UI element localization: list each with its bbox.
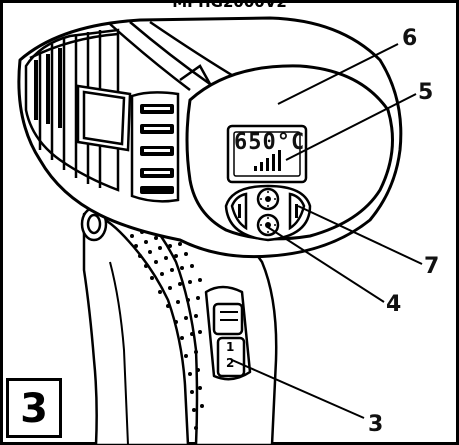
callout-5: 5 bbox=[418, 80, 434, 105]
switch-position-1: 1 bbox=[226, 340, 235, 354]
power-switch bbox=[204, 285, 252, 381]
callout-7: 7 bbox=[424, 254, 440, 279]
lcd-bar-graph bbox=[254, 150, 281, 171]
figure-number-box: 3 bbox=[6, 378, 62, 438]
side-knob bbox=[80, 206, 108, 242]
button-cluster bbox=[224, 184, 312, 242]
leader-7 bbox=[297, 205, 423, 265]
leader-lines bbox=[231, 43, 423, 419]
switch-position-2: 2 bbox=[226, 356, 235, 370]
button-icon-rays bbox=[260, 191, 276, 233]
side-window bbox=[76, 84, 132, 152]
callout-4: 4 bbox=[386, 292, 402, 317]
vent-slot-highlights bbox=[144, 107, 170, 174]
leader-4 bbox=[265, 225, 385, 303]
leader-6 bbox=[277, 43, 399, 105]
lcd-temperature: 650°C bbox=[234, 130, 306, 155]
lcd-display bbox=[226, 124, 308, 184]
leader-3 bbox=[231, 359, 365, 419]
middle-vent-slots bbox=[140, 104, 174, 194]
model-title: MPHG2000V2 bbox=[172, 0, 287, 11]
rear-vent-fins bbox=[34, 48, 62, 128]
callout-6: 6 bbox=[402, 26, 418, 51]
callout-3: 3 bbox=[368, 412, 384, 437]
handle-inner-line bbox=[109, 261, 129, 445]
figure-number: 3 bbox=[20, 386, 48, 432]
leader-5 bbox=[285, 93, 417, 161]
